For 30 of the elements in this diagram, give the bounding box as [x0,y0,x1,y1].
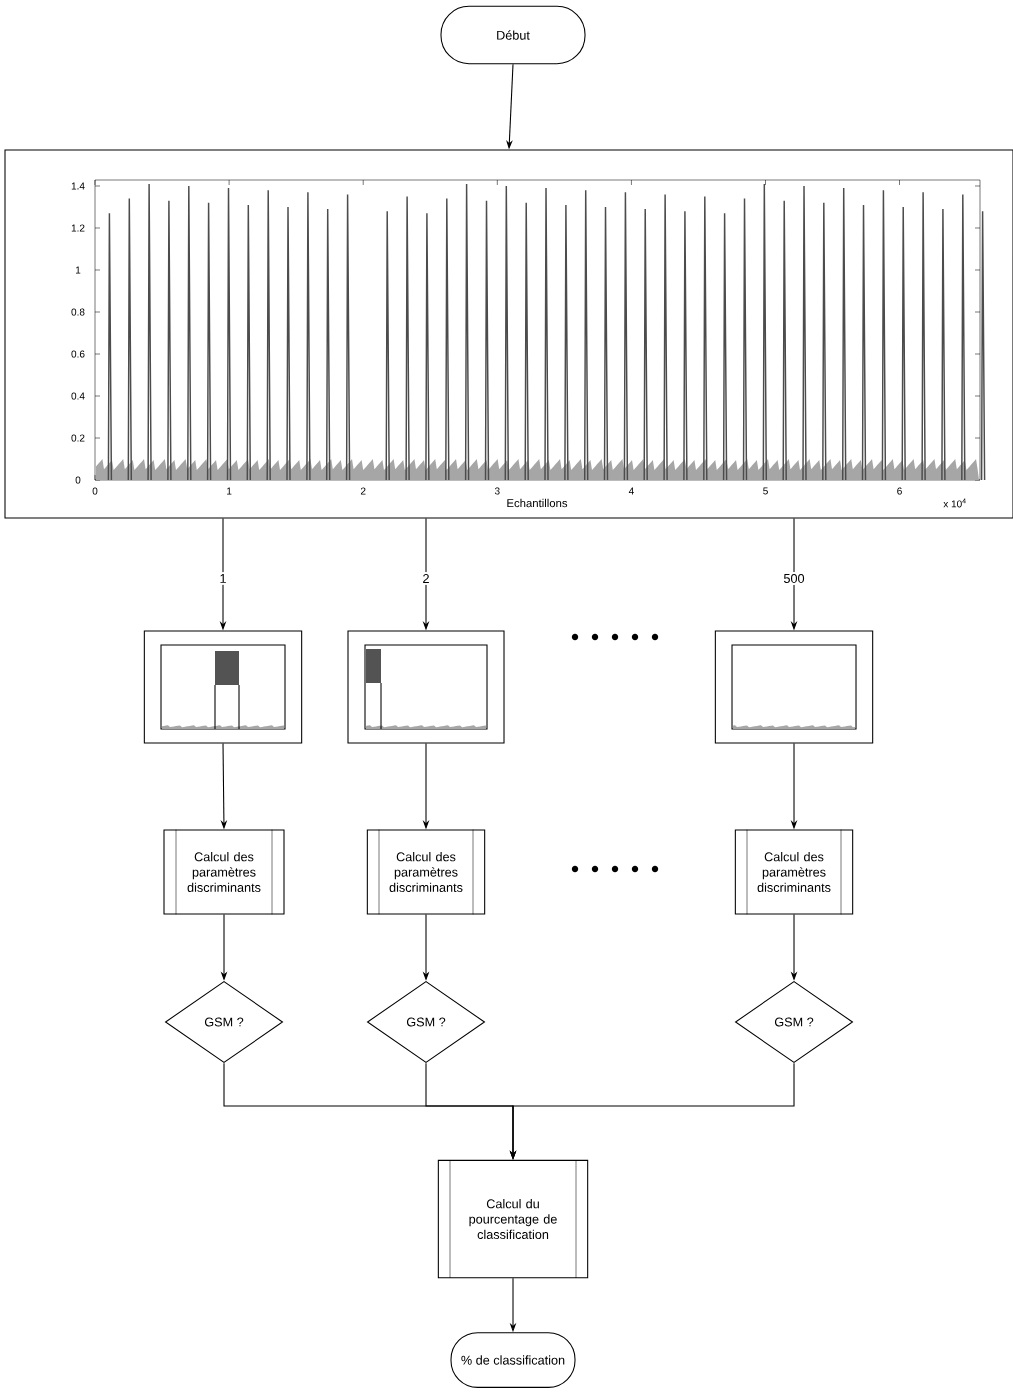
tick-label: 1.4 [71,182,85,190]
signal-plot [143,630,303,744]
tick-label: 0 [75,476,81,484]
signal-plot [4,149,1013,519]
tick-label: 0 [92,487,98,495]
tick-label: 0.8 [71,308,85,316]
tick-label: 1 [227,487,232,495]
terminator: % de classification [450,1332,576,1388]
edge-label: 1 [217,572,229,585]
tick-label: 2 [360,487,366,495]
tick-label: 0.2 [71,434,85,442]
tick-label: 1 [75,266,81,274]
signal-plot [347,630,505,744]
edge-label: 500 [781,572,807,585]
process-box: Calcul des paramètres discriminants [163,829,285,915]
tick-label: 0.6 [71,350,85,358]
process-box: Calcul des paramètres discriminants [366,829,486,915]
edge-label: 2 [420,572,432,585]
tick-label: 5 [763,487,768,495]
tick-label: 1.2 [71,224,85,232]
tick-label: 0.4 [71,392,85,400]
terminator: Début [440,5,586,65]
process-box: Calcul des paramètres discriminants [734,829,854,915]
axis-multiplier: x 10$^{4}$ [943,498,966,508]
axis-title: Echantillons [507,498,568,508]
tick-label: 3 [494,487,500,495]
signal-plot [714,630,874,744]
tick-label: 6 [897,487,902,495]
process-box: Calcul du pourcentage de classification [437,1159,589,1279]
tick-label: 4 [628,487,634,495]
